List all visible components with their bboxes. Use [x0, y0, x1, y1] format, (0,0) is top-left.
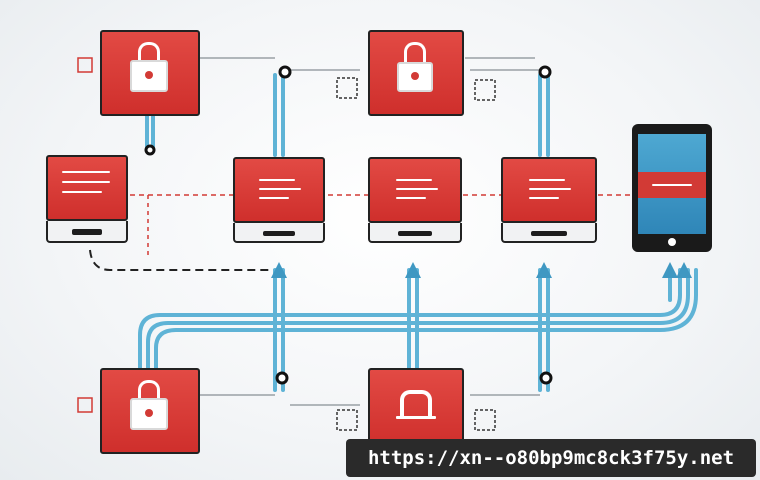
lock-monitor-bottom-left [100, 368, 200, 454]
text-line [529, 197, 559, 199]
text-lines-icon [62, 171, 110, 173]
monitor-screen [368, 157, 462, 223]
text-line [529, 188, 571, 190]
watermark-url: https://xn--o80bp9mc8ck3f75y.net [346, 439, 756, 477]
text-line [396, 197, 426, 199]
blue-pipes [138, 73, 698, 392]
padlock-icon [138, 42, 160, 62]
lock-monitor-bottom-center [368, 368, 464, 448]
laptop-left [46, 155, 128, 245]
padlock-icon [404, 42, 426, 64]
keyhole-icon [411, 72, 419, 80]
top-thin-lines [200, 57, 545, 406]
laptop-screen [46, 155, 128, 221]
text-lines-icon [259, 179, 295, 181]
text-line [652, 184, 692, 186]
cable-knots [144, 65, 553, 385]
text-line [62, 181, 110, 183]
document-monitor-3 [501, 157, 597, 243]
document-monitor-2 [368, 157, 462, 243]
keyhole-icon [145, 409, 153, 417]
keyhole-icon [145, 71, 153, 79]
padlock-icon [400, 390, 432, 418]
padlock-base [396, 416, 436, 419]
tablet-device [632, 124, 712, 252]
small-box-icons [77, 57, 496, 431]
text-lines-icon [529, 179, 565, 181]
home-button-icon [668, 238, 676, 246]
text-line [259, 197, 289, 199]
text-line [396, 188, 438, 190]
document-monitor-1 [233, 157, 325, 243]
monitor-slot [398, 231, 432, 236]
padlock-icon [138, 380, 160, 400]
padlock-body [130, 60, 168, 92]
monitor-screen [501, 157, 597, 223]
lock-monitor-top-center [368, 30, 464, 116]
monitor-screen [233, 157, 325, 223]
monitor-slot [531, 231, 567, 236]
lock-monitor-top-left [100, 30, 200, 116]
laptop-slot [72, 229, 102, 235]
text-line [62, 191, 102, 193]
text-line [259, 188, 301, 190]
dark-dashed-cable [89, 249, 275, 271]
text-lines-icon [396, 179, 432, 181]
monitor-screen [368, 368, 464, 448]
arrowheads [271, 262, 692, 278]
padlock-body [397, 62, 433, 92]
monitor-slot [263, 231, 295, 236]
